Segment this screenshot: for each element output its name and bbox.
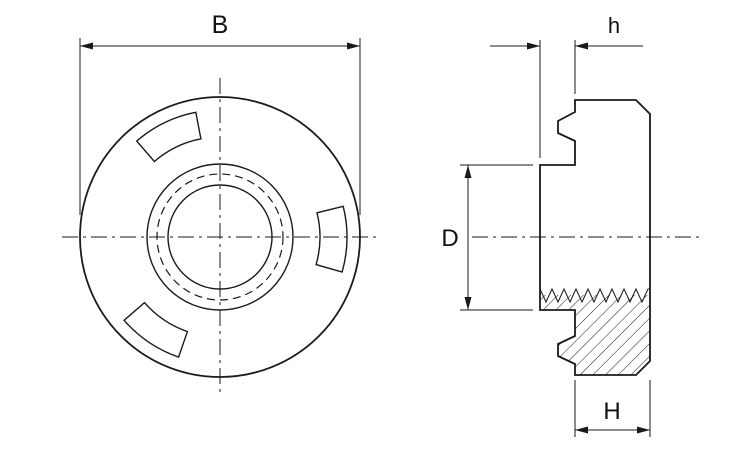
section-hatch-flange: [575, 295, 650, 375]
thread-major-dashed-circle: [156, 173, 284, 301]
arrowhead-down-icon: [464, 297, 472, 310]
arrowhead-right-icon: [637, 426, 650, 434]
slot-top: [135, 111, 202, 163]
flange-outer-circle: [79, 96, 361, 378]
dimension-h: h: [490, 13, 643, 158]
arrowhead-up-icon: [464, 165, 472, 178]
dimension-B-label: B: [212, 11, 229, 39]
section-hatch-projection: [558, 336, 575, 364]
dimension-D-label: D: [441, 225, 458, 252]
arrowhead-left-icon: [575, 426, 588, 434]
arrowhead-right-icon: [347, 42, 360, 50]
slot-bottom-left: [123, 301, 189, 358]
slot-right: [315, 205, 348, 273]
boss-circle: [146, 163, 294, 311]
dimension-B: B: [79, 11, 361, 215]
dimension-H: H: [574, 380, 651, 437]
arrowhead-left-icon: [80, 42, 93, 50]
dimension-H-label: H: [603, 398, 620, 425]
section-hatch-boss: [540, 295, 575, 310]
dimension-D: D: [441, 164, 533, 311]
thread-profile-line: [539, 287, 650, 304]
arrowhead-right-pointing-icon: [527, 42, 540, 50]
front-view: B: [62, 11, 380, 396]
bore-circle: [167, 184, 273, 290]
section-outline: [539, 99, 651, 376]
dimension-h-label: h: [608, 13, 620, 38]
section-view: h D H: [441, 13, 700, 437]
arrowhead-left-pointing-icon: [575, 42, 588, 50]
